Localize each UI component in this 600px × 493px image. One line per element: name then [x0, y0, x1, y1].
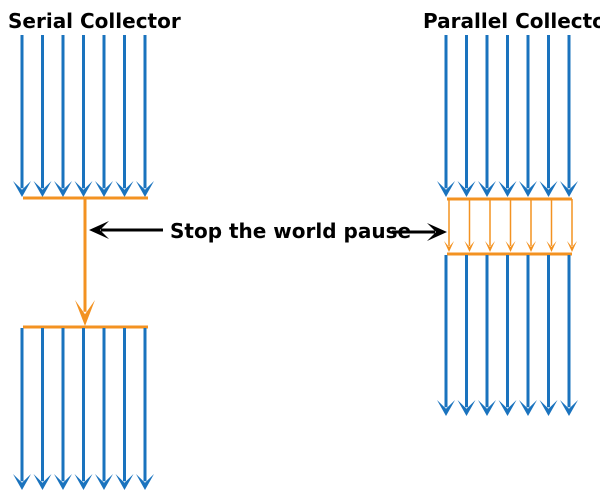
parallel-gc-phase [444, 197, 577, 256]
pause-annotation: Stop the world pause [89, 219, 447, 243]
parallel-thread-before-3 [478, 35, 496, 197]
parallel-thread-after-5 [519, 255, 537, 416]
serial-thread-before-5-head [95, 181, 113, 197]
parallel-collector-title: Parallel Collector [423, 9, 600, 33]
parallel-gc-thread-1-head [444, 241, 454, 252]
serial-thread-after-1 [13, 328, 31, 490]
serial-thread-before-5 [95, 35, 113, 197]
serial-thread-before-7-head [136, 181, 154, 197]
pause-pointer-right-head [427, 223, 447, 241]
serial-thread-before-1-head [13, 181, 31, 197]
serial-thread-after-2-head [33, 474, 52, 490]
parallel-gc-thread-7 [567, 199, 577, 252]
serial-thread-before-2 [33, 35, 52, 197]
parallel-gc-thread-2 [464, 199, 475, 252]
parallel-thread-after-6 [539, 255, 558, 416]
parallel-thread-before-5 [519, 35, 537, 197]
parallel-thread-after-2 [457, 255, 476, 416]
serial-collector-title: Serial Collector [8, 9, 181, 33]
parallel-gc-thread-3-head [485, 241, 495, 252]
parallel-thread-before-3-head [478, 181, 496, 197]
serial-thread-after-5-head [95, 474, 113, 490]
serial-thread-after-4-head [74, 474, 93, 490]
parallel-threads-before [437, 35, 578, 197]
parallel-gc-thread-4 [505, 199, 516, 252]
pause-label: Stop the world pause [170, 219, 411, 243]
serial-thread-after-5 [95, 328, 113, 490]
serial-thread-before-2-head [33, 181, 52, 197]
serial-thread-after-6-head [115, 474, 134, 490]
serial-thread-before-4-head [74, 181, 93, 197]
serial-thread-before-1 [13, 35, 31, 197]
parallel-gc-thread-1 [444, 199, 454, 252]
parallel-thread-after-2-head [457, 400, 476, 416]
serial-thread-after-3 [54, 328, 72, 490]
parallel-thread-after-5-head [519, 400, 537, 416]
parallel-thread-before-4-head [498, 181, 517, 197]
parallel-gc-thread-2-head [464, 241, 475, 252]
serial-thread-after-6 [115, 328, 134, 490]
parallel-thread-after-3-head [478, 400, 496, 416]
serial-gc-phase [23, 196, 148, 329]
parallel-gc-thread-4-head [505, 241, 516, 252]
serial-gc-thread-arrow-head [75, 300, 95, 326]
parallel-thread-before-2 [457, 35, 476, 197]
serial-gc-thread-arrow [75, 198, 95, 326]
parallel-gc-thread-5 [526, 199, 536, 252]
parallel-thread-after-6-head [539, 400, 558, 416]
parallel-thread-after-7-head [560, 400, 578, 416]
parallel-thread-after-4-head [498, 400, 517, 416]
serial-threads-before [13, 35, 154, 197]
parallel-thread-after-1 [437, 255, 455, 416]
serial-threads-after [13, 328, 154, 490]
parallel-thread-before-6 [539, 35, 558, 197]
parallel-thread-after-1-head [437, 400, 455, 416]
parallel-threads-after [437, 255, 578, 416]
serial-thread-after-2 [33, 328, 52, 490]
parallel-thread-before-4 [498, 35, 517, 197]
parallel-gc-thread-6-head [546, 241, 557, 252]
pause-pointer-left-head [89, 221, 109, 239]
parallel-gc-thread-5-head [526, 241, 536, 252]
serial-thread-after-3-head [54, 474, 72, 490]
parallel-thread-before-2-head [457, 181, 476, 197]
pause-pointer-right [392, 223, 447, 241]
parallel-gc-thread-7-head [567, 241, 577, 252]
serial-thread-after-4 [74, 328, 93, 490]
serial-thread-after-7 [136, 328, 154, 490]
parallel-thread-before-6-head [539, 181, 558, 197]
serial-thread-after-7-head [136, 474, 154, 490]
parallel-gc-thread-3 [485, 199, 495, 252]
serial-thread-before-6-head [115, 181, 134, 197]
serial-thread-before-7 [136, 35, 154, 197]
parallel-thread-before-5-head [519, 181, 537, 197]
serial-thread-before-4 [74, 35, 93, 197]
serial-thread-before-3 [54, 35, 72, 197]
parallel-thread-before-7-head [560, 181, 578, 197]
serial-thread-before-3-head [54, 181, 72, 197]
parallel-thread-after-4 [498, 255, 517, 416]
parallel-gc-thread-6 [546, 199, 557, 252]
pause-pointer-left [89, 221, 163, 239]
serial-thread-after-1-head [13, 474, 31, 490]
parallel-thread-after-3 [478, 255, 496, 416]
parallel-thread-after-7 [560, 255, 578, 416]
parallel-thread-before-1-head [437, 181, 455, 197]
parallel-thread-before-1 [437, 35, 455, 197]
serial-thread-before-6 [115, 35, 134, 197]
parallel-thread-before-7 [560, 35, 578, 197]
